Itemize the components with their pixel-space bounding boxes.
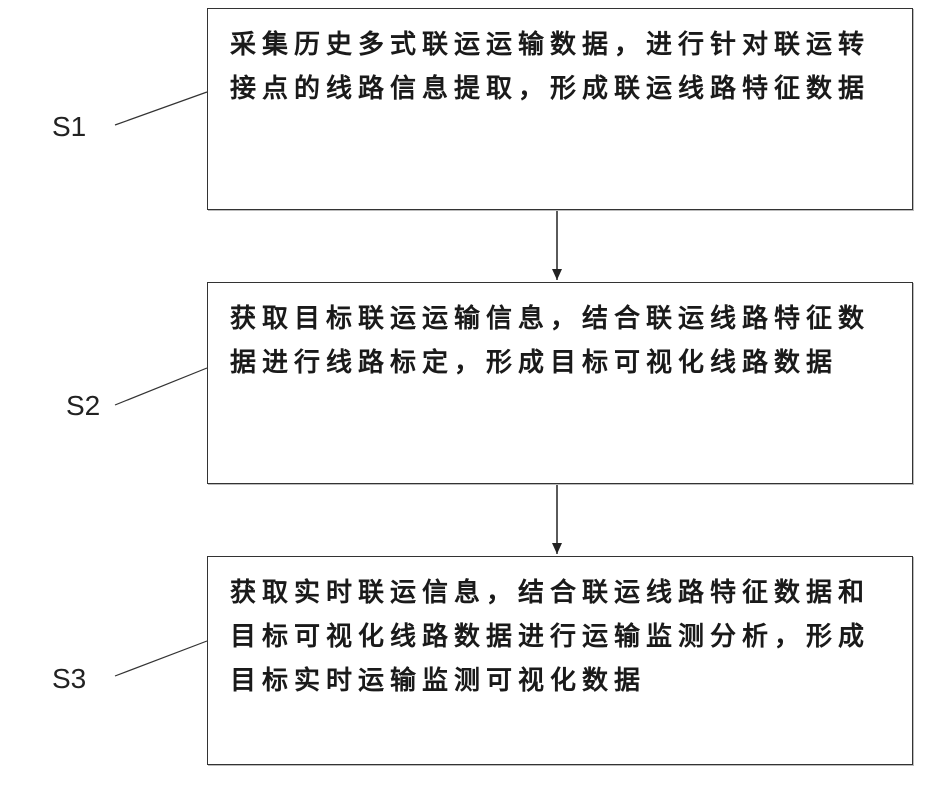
step-box-s3: 获取实时联运信息，结合联运线路特征数据和目标可视化线路数据进行运输监测分析，形成… xyxy=(207,556,913,765)
step-label-s2: S2 xyxy=(66,392,100,420)
step-box-s1: 采集历史多式联运运输数据，进行针对联运转接点的线路信息提取，形成联运线路特征数据 xyxy=(207,8,913,210)
step-label-s3: S3 xyxy=(52,665,86,693)
step-text-s3: 获取实时联运信息，结合联运线路特征数据和目标可视化线路数据进行运输监测分析，形成… xyxy=(230,571,900,703)
step-label-s1: S1 xyxy=(52,113,86,141)
step-box-s2: 获取目标联运运输信息，结合联运线路特征数据进行线路标定，形成目标可视化线路数据 xyxy=(207,282,913,484)
leader-line-s3 xyxy=(115,641,207,676)
leader-line-s2 xyxy=(115,368,207,405)
step-text-s1: 采集历史多式联运运输数据，进行针对联运转接点的线路信息提取，形成联运线路特征数据 xyxy=(230,23,900,111)
leader-line-s1 xyxy=(115,92,207,125)
step-text-s2: 获取目标联运运输信息，结合联运线路特征数据进行线路标定，形成目标可视化线路数据 xyxy=(230,297,900,385)
